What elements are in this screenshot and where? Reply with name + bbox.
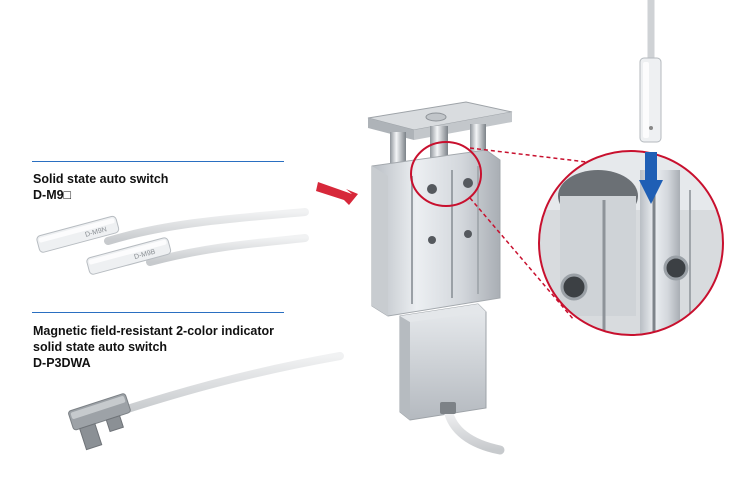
caption-solid-state-switch: Solid state auto switch D-M9□ xyxy=(33,171,168,203)
guided-cylinder xyxy=(367,101,513,455)
caption-b-line3: D-P3DWA xyxy=(33,356,91,370)
sensor-insert xyxy=(639,0,662,143)
sensor-d-p3dwa xyxy=(68,352,344,451)
caption-b-line1: Magnetic field-resistant 2-color indicat… xyxy=(33,324,275,338)
sensor-d-m9-pair: D-M9N D-M9B xyxy=(36,208,309,275)
caption-divider-top xyxy=(32,161,284,162)
caption-divider-bottom xyxy=(32,312,284,313)
caption-b-line2: solid state auto switch xyxy=(33,340,168,354)
caption-a-line1: Solid state auto switch xyxy=(33,172,169,186)
detail-zoom-view xyxy=(538,150,724,336)
blue-arrow-icon xyxy=(639,152,663,204)
zoom-connector-bottom xyxy=(469,197,575,321)
red-arrow-icon xyxy=(316,182,358,205)
caption-field-resistant-switch: Magnetic field-resistant 2-color indicat… xyxy=(33,323,274,371)
caption-a-line2: D-M9□ xyxy=(33,188,72,202)
